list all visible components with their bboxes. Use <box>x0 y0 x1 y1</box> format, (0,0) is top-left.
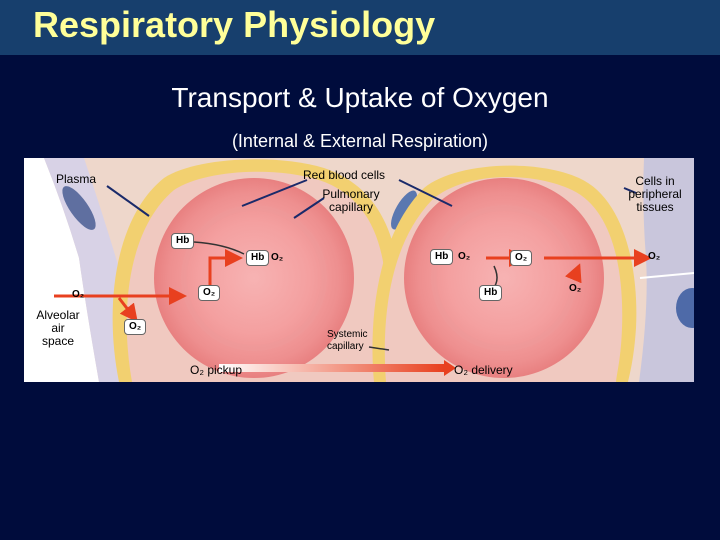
o2-arrow-diffuse <box>564 263 582 284</box>
pulmonary-leader <box>293 197 325 219</box>
red-blood-cells-label: Red blood cells <box>303 168 386 182</box>
hbo2-molecule-left-hb: Hb <box>246 250 270 266</box>
o2-alveolar-label: O₂ <box>72 289 85 300</box>
systemic-capillary-label: Systemic capillary <box>327 329 368 352</box>
alveolar-space-label: Alveolar air space <box>36 308 80 348</box>
hbo2-molecule-right-hb: Hb <box>430 249 454 265</box>
peripheral-cells-label: Cells in peripheral tissues <box>628 174 682 214</box>
hbo2-molecule-right-o2: O₂ <box>458 251 471 262</box>
hb-arrow <box>193 241 245 255</box>
oxygen-transport-diagram: Plasma Red blood cells Pulmonary capilla… <box>24 158 694 382</box>
hb-molecule-left: Hb <box>171 233 195 249</box>
hb-molecule-right: Hb <box>479 285 503 301</box>
o2-arrow-to-wall <box>117 297 138 323</box>
pickup-delivery-gradient <box>219 364 444 372</box>
plasma-label: Plasma <box>56 172 97 186</box>
o2-delivery-label: O₂ delivery <box>454 363 513 377</box>
o2-diffuse-label: O₂ <box>569 283 582 294</box>
plasma-leader <box>106 185 150 217</box>
rbc-leader-2 <box>398 179 453 207</box>
o2-released-box: O₂ <box>510 250 533 266</box>
slide-title: Respiratory Physiology <box>33 4 436 45</box>
peripheral-cells <box>639 158 694 382</box>
rbc-leader <box>241 179 308 207</box>
o2-arrow-binding <box>208 249 243 293</box>
o2-tissue-label: O₂ <box>648 251 661 262</box>
o2-wall-box: O₂ <box>124 319 147 335</box>
title-bar: Respiratory Physiology <box>0 0 720 55</box>
peripheral-nucleus <box>676 288 694 328</box>
diagram-artwork <box>24 158 694 382</box>
slide-parenthetical: (Internal & External Respiration) <box>231 131 489 151</box>
o2-rbc-left-box: O₂ <box>198 285 221 301</box>
pulmonary-capillary-label: Pulmonary capillary <box>322 187 380 214</box>
cells-leader <box>623 187 637 194</box>
alveolar-space <box>24 158 99 382</box>
slide-subtitle: Transport & Uptake of Oxygen <box>171 82 549 113</box>
endothelial-nucleus-pulmonary <box>391 190 417 230</box>
hbo2-molecule-left-o2: O₂ <box>271 252 284 263</box>
o2-pickup-label: O₂ pickup <box>190 363 243 377</box>
epithelial-nucleus <box>62 186 96 230</box>
pickup-delivery-arrowhead <box>444 360 456 376</box>
